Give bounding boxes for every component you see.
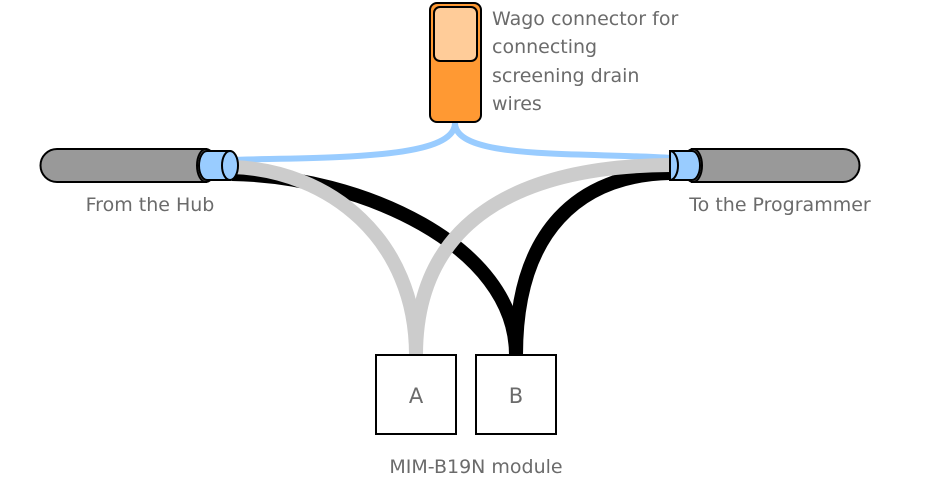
wago-note-line-4: wires	[492, 93, 542, 115]
module-mim-b19n: A B MIM-B19N module	[375, 354, 563, 478]
drain-wire-left	[227, 122, 458, 163]
left-cable-label: From the Hub	[86, 194, 215, 216]
terminal-b-label: B	[509, 384, 523, 408]
wire-a-left	[231, 160, 423, 356]
terminal-b-box	[475, 354, 557, 435]
terminal-a-box	[375, 354, 457, 435]
wire-b-right	[509, 166, 671, 356]
module-label: MIM-B19N module	[389, 456, 562, 478]
wago-connector	[429, 2, 482, 123]
right-shield-sleeve	[669, 150, 701, 181]
drain-wire-right	[452, 122, 673, 161]
terminal-a-label: A	[409, 384, 424, 408]
left-shield-face	[221, 149, 239, 182]
wire-a-right	[409, 158, 671, 356]
left-cable-jacket	[39, 148, 207, 183]
wago-note-line-3: screening drain	[492, 65, 639, 87]
right-cable-jacket	[691, 148, 861, 183]
right-shield-face	[669, 150, 679, 181]
wire-b-left	[231, 167, 523, 356]
left-cable	[39, 148, 239, 183]
wago-lever	[433, 6, 478, 62]
right-cable-label: To the Programmer	[688, 194, 871, 216]
right-cable	[669, 148, 861, 183]
wago-note-line-2: connecting	[492, 36, 597, 58]
wago-note: Wago connector for connecting screening …	[492, 8, 678, 115]
wago-note-line-1: Wago connector for	[492, 8, 678, 30]
